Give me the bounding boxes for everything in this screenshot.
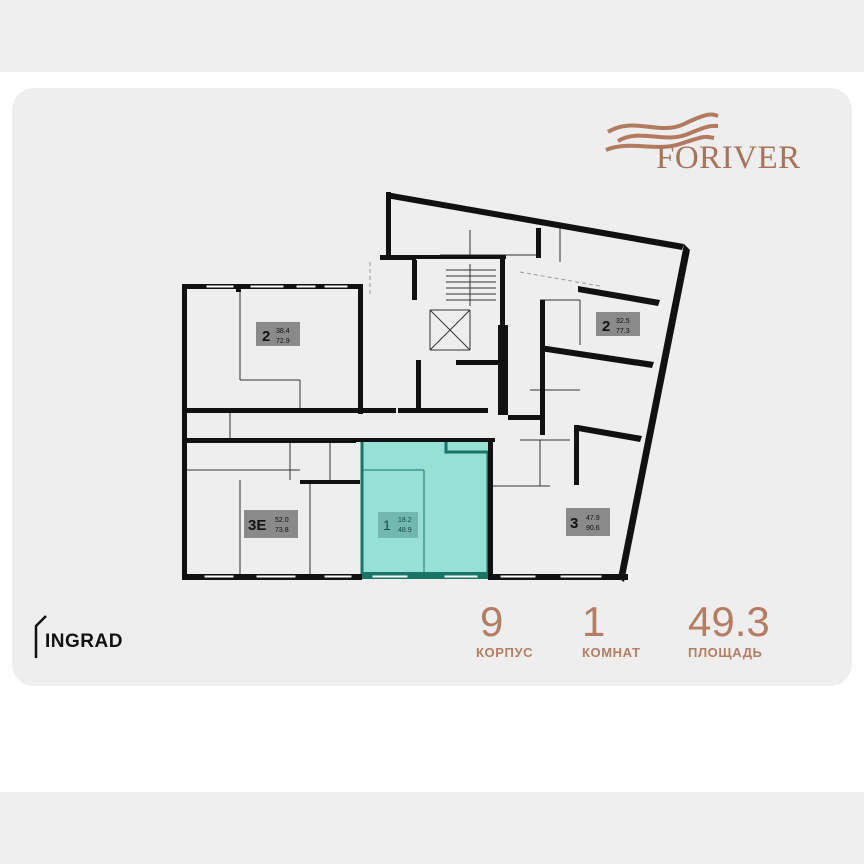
badge-rooms: 3 xyxy=(570,515,578,532)
badge-living: 52.0 xyxy=(275,517,289,524)
foriver-logo-text: FORIVER xyxy=(656,140,801,176)
rooms-label: КОМНАТ xyxy=(582,645,641,660)
highlighted-apartment[interactable] xyxy=(362,440,488,578)
apartment-badge-3[interactable]: 3E 52.0 73.8 xyxy=(244,510,298,538)
badge-total: 77.3 xyxy=(616,328,630,335)
building-label: КОРПУС xyxy=(476,645,534,660)
rooms-count: 1 xyxy=(582,598,606,645)
foriver-waves-logo xyxy=(605,112,719,152)
badge-rooms: 2 xyxy=(602,318,610,335)
badge-total: 90.6 xyxy=(586,525,600,532)
badge-rooms: 3E xyxy=(248,517,266,534)
apartment-badge-5[interactable]: 3 47.9 90.6 xyxy=(566,508,610,536)
badge-living: 38.4 xyxy=(276,328,290,335)
area-value: 49.3 xyxy=(688,598,770,645)
badge-living: 32.5 xyxy=(616,318,630,325)
building-number: 9 xyxy=(480,598,504,645)
badge-total: 72.9 xyxy=(276,338,290,345)
badge-total: 73.8 xyxy=(275,527,289,534)
ingrad-logo-text: INGRAD xyxy=(45,631,123,652)
badge-living: 47.9 xyxy=(586,515,600,522)
badge-total: 48.9 xyxy=(398,527,412,534)
badge-rooms: 2 xyxy=(262,328,270,345)
ingrad-logo-mark xyxy=(34,615,47,658)
plan-card xyxy=(12,88,852,686)
badge-living: 18.2 xyxy=(398,517,412,524)
apartment-badge-1[interactable]: 2 38.4 72.9 xyxy=(256,322,300,346)
badge-rooms: 1 xyxy=(383,517,391,533)
area-label: ПЛОЩАДЬ xyxy=(688,645,763,660)
bottom-band xyxy=(0,792,864,864)
apartment-badge-2[interactable]: 2 32.5 77.3 xyxy=(596,312,640,336)
top-band xyxy=(0,0,864,72)
apartment-badge-4[interactable]: 1 18.2 48.9 xyxy=(378,512,418,538)
